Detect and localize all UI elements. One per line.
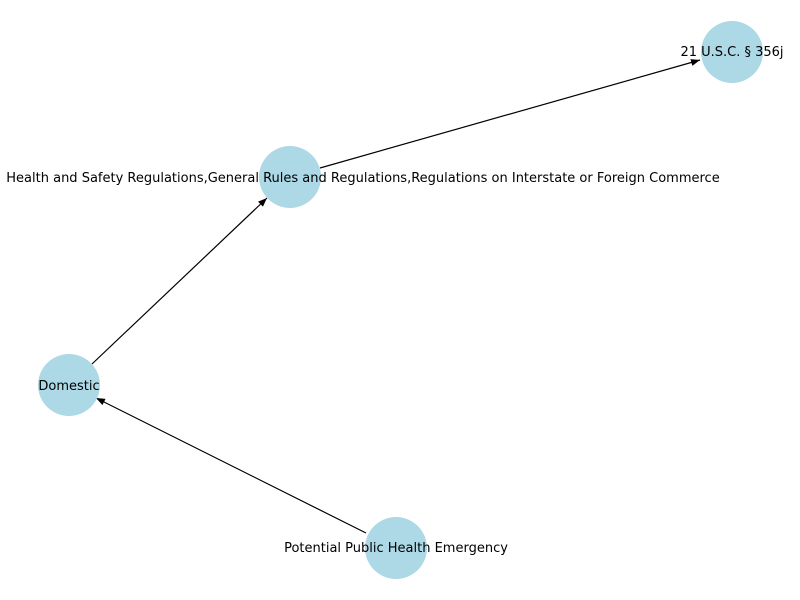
node-regs[interactable] (259, 146, 321, 208)
node-usc[interactable] (701, 21, 763, 83)
node-circle (38, 354, 100, 416)
node-label-domestic: Domestic (38, 379, 99, 394)
node-domestic[interactable] (38, 354, 100, 416)
node-label-emergency: Potential Public Health Emergency (284, 541, 508, 556)
node-circle (365, 517, 427, 579)
edges (91, 59, 701, 534)
nodes (38, 21, 763, 579)
labels: 21 U.S.C. § 356j Health and Safety Regul… (6, 45, 783, 556)
edge-regs-to-usc (319, 59, 701, 169)
node-label-usc: 21 U.S.C. § 356j (680, 45, 783, 60)
node-circle (259, 146, 321, 208)
edge-domestic-to-regs (91, 197, 268, 365)
node-emergency[interactable] (365, 517, 427, 579)
edge-emergency-to-domestic (95, 397, 367, 534)
node-circle (701, 21, 763, 83)
node-label-regs: Health and Safety Regulations,General Ru… (6, 171, 719, 186)
